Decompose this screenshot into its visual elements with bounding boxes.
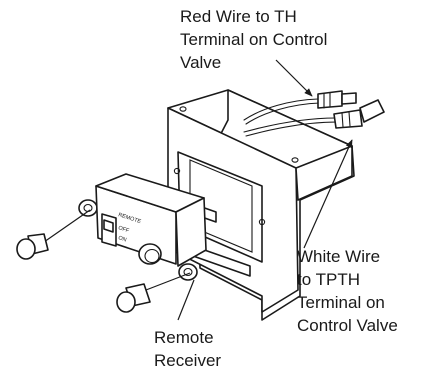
red-wire-callout-line-3: Valve — [180, 53, 221, 72]
white-wire-callout-line-1: White Wire — [297, 247, 380, 266]
receiver-button — [138, 243, 162, 265]
bracket-hole-top — [179, 106, 187, 112]
white-wire-callout-line-3: Terminal on — [297, 293, 385, 312]
red-wire-leader — [275, 59, 313, 97]
screw-left — [16, 209, 91, 260]
receiver-leader — [177, 279, 195, 321]
red-wire-callout-line-1: Red Wire to TH — [180, 7, 297, 26]
switch-label-off: OFF — [117, 225, 130, 234]
receiver-callout-line-2: Receiver — [154, 351, 221, 370]
white-wire-callout: White Wire to TPTH Terminal on Control V… — [297, 247, 398, 335]
remote-receiver-module: REMOTE OFF ON — [78, 173, 251, 281]
selector-switch — [103, 219, 114, 233]
white-wire-callout-line-4: Control Valve — [297, 316, 398, 335]
receiver-callout: Remote Receiver — [154, 328, 221, 370]
white-wire-callout-line-2: to TPTH — [297, 270, 360, 289]
screw-bottom — [116, 272, 191, 313]
red-wire-callout-line-2: Terminal on Control — [180, 30, 327, 49]
red-wire — [243, 90, 357, 125]
white-wire — [243, 99, 385, 137]
red-wire-callout: Red Wire to TH Terminal on Control Valve — [180, 7, 327, 72]
switch-label-on: ON — [117, 235, 127, 243]
white-wire-leader — [303, 139, 353, 249]
receiver-callout-line-1: Remote — [154, 328, 214, 347]
